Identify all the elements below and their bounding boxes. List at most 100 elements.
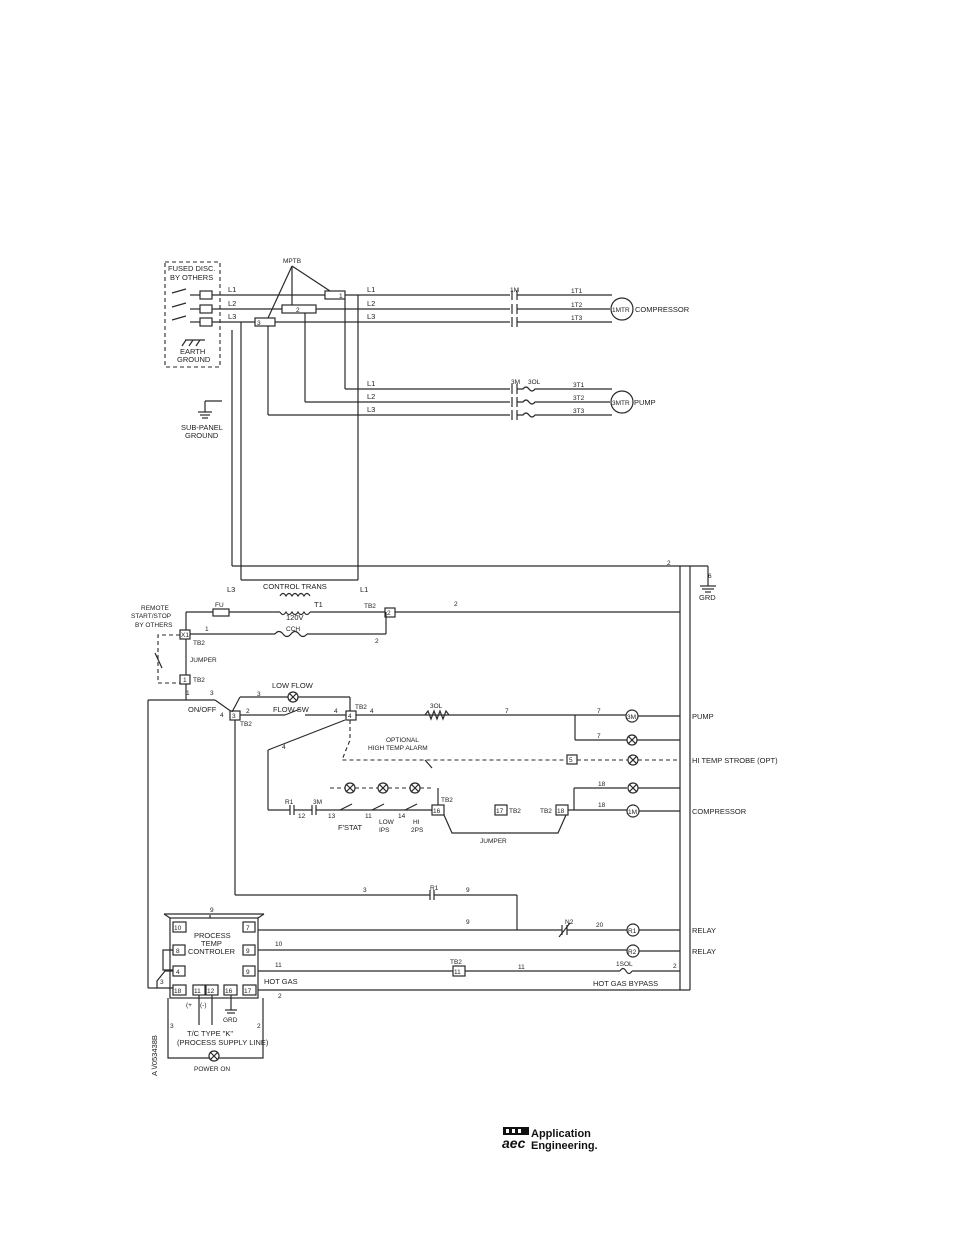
tb2-18-terminal: 18	[557, 808, 565, 815]
tb2-1-label: TB2	[193, 677, 205, 684]
tb-5-terminal: 5	[569, 757, 573, 764]
1t2-label: 1T2	[571, 302, 583, 309]
fused-disconnect: FUSED DISC. BY OTHERS EARTH GROUND	[164, 261, 221, 368]
wire-2-flow: 2	[246, 708, 250, 715]
optional-alarm: OPTIONAL HIGH TEMP ALARM 5 HI TEMP STROB…	[341, 720, 778, 769]
tb2-11-terminal: 11	[454, 969, 461, 976]
ctrl-terminal-8: 8	[176, 948, 180, 955]
mptb-label: MPTB	[283, 258, 301, 265]
relay-1-label: RELAY	[692, 926, 716, 935]
wire-1-cch: 1	[205, 626, 209, 633]
wire-11-hg: 11	[275, 962, 282, 969]
tb2-16-label: TB2	[441, 797, 453, 804]
wire-10: 10	[275, 941, 283, 948]
tb2-1-terminal: 1	[183, 677, 187, 684]
ctrl-terminal-11: 11	[194, 988, 201, 995]
tb2-trans-label: TB2	[364, 603, 376, 610]
drawing-number: A \/053438B	[150, 1035, 159, 1076]
tc-minus-label: (-)	[200, 1002, 207, 1009]
relay-circuit: 3 R1 9 9 9 N2 20 R1 RELAY 10 R2 RELAY	[209, 885, 716, 958]
main-power-lines: L1 L2 L3 MPTB 1 2 3 L1 L2 L3 1M 1T1 1T2 …	[212, 258, 690, 327]
tb2-4-label: TB2	[355, 704, 367, 711]
optional-label: OPTIONAL	[386, 737, 419, 744]
wire-20: 20	[596, 922, 604, 929]
svg-text:2: 2	[296, 307, 300, 314]
process-temp-controller: PROCESS TEMP CONTROLER 10 7 8 9 4 9 18 1…	[148, 913, 269, 1073]
3m-contact-label: 3M	[511, 379, 520, 386]
svg-text:3: 3	[257, 320, 261, 327]
r1-coil-label: R1	[628, 928, 637, 935]
on-off-switch-label: ON/OFF	[188, 705, 217, 714]
wire-3-onoff: 3	[210, 690, 214, 697]
tc-plus-label: (+	[186, 1002, 192, 1009]
tc-type-label: T/C TYPE "K"	[187, 1029, 233, 1038]
pump-l2-label: L2	[367, 392, 375, 401]
temp-label: TEMP	[201, 939, 222, 948]
1sol-label: 1SOL	[616, 961, 633, 968]
pump-name: PUMP	[634, 398, 656, 407]
r1-contact-label: R1	[285, 799, 294, 806]
tb2-17-label: TB2	[509, 808, 521, 815]
control-fuse-icon	[212, 608, 230, 617]
tb2-flow-label: TB2	[240, 721, 252, 728]
control-transformer: L3 L1 CONTROL TRANS T1 120V FU TB2 2 2 C…	[186, 566, 681, 990]
3ol-pump-label: 3OL	[430, 703, 443, 710]
compressor-motor-label: 1MTR	[612, 307, 630, 314]
earth-ground-label-2: GROUND	[177, 355, 211, 364]
fstat-label: F'STAT	[338, 823, 362, 832]
control-trans-label: CONTROL TRANS	[263, 582, 327, 591]
cch-label: CCH	[286, 626, 300, 633]
wire-14: 14	[398, 813, 406, 820]
wire-4-flow: 4	[334, 708, 338, 715]
hot-gas-label: HOT GAS	[264, 977, 298, 986]
tb2-2-terminal: 2	[387, 610, 391, 617]
ctrl-terminal-9a: 9	[246, 948, 250, 955]
x1-terminal: X1	[181, 632, 189, 639]
low-label: LOW	[379, 819, 395, 826]
fuse-label: FU	[215, 602, 224, 609]
wire-4-pump: 4	[370, 708, 374, 715]
remote-start-stop: REMOTE START/STOP BY OTHERS X1 TB2 JUMPE…	[131, 605, 217, 700]
process-supply-label: (PROCESS SUPPLY LINE)	[177, 1038, 269, 1047]
jumper-label: JUMPER	[190, 657, 217, 664]
controler-label: CONTROLER	[188, 947, 236, 956]
wire-9-b: 9	[210, 907, 214, 914]
1m-coil-label: 1M	[628, 809, 637, 816]
pump-motor-icon	[610, 390, 634, 414]
wire-4-label: 4	[220, 712, 224, 719]
low-flow-label: LOW FLOW	[272, 681, 314, 690]
start-stop-label: START/STOP	[131, 613, 171, 620]
wire-18-b: 18	[598, 781, 606, 788]
wire-3-r1: 3	[363, 887, 367, 894]
ctrl-terminal-4: 4	[176, 969, 180, 976]
wire-7-c: 7	[597, 733, 601, 740]
wire-4-comp: 4	[282, 744, 286, 751]
l1-label-left: L1	[228, 285, 236, 294]
tb2-16-terminal: 16	[433, 808, 441, 815]
fused-disc-label: FUSED DISC.	[168, 264, 216, 273]
ctrl-terminal-17: 17	[244, 988, 252, 995]
2ps-label: 2PS	[411, 827, 424, 834]
subpanel-ground: SUB-PANEL GROUND 2 6 GRD	[181, 295, 716, 602]
t1-label: T1	[314, 600, 323, 609]
logo-line1: Application	[531, 1128, 591, 1140]
wire-7-b: 7	[597, 708, 601, 715]
r1-nc-label: R1	[430, 885, 439, 892]
wire-9-c: 9	[466, 919, 470, 926]
process-label: PROCESS	[194, 931, 231, 940]
ctrl-terminal-16: 16	[225, 988, 233, 995]
3ol-label: 3OL	[528, 379, 541, 386]
ctrl-terminal-9b: 9	[246, 969, 250, 976]
3t1-label: 3T1	[573, 382, 585, 389]
ctrl-grd-label: GRD	[223, 1017, 238, 1024]
wire-1-onoff: 1	[186, 690, 190, 697]
tb2-remote-label: TB2	[193, 640, 205, 647]
3m-aux-label: 3M	[313, 799, 322, 806]
wire-2-ground: 2	[667, 560, 671, 567]
comp-jumper-label: JUMPER	[480, 838, 507, 845]
wire-2-label: 2	[454, 601, 458, 608]
l3-label-left: L3	[228, 312, 236, 321]
remote-label: REMOTE	[141, 605, 169, 612]
wire-12: 12	[298, 813, 306, 820]
wire-6: 6	[708, 573, 712, 580]
